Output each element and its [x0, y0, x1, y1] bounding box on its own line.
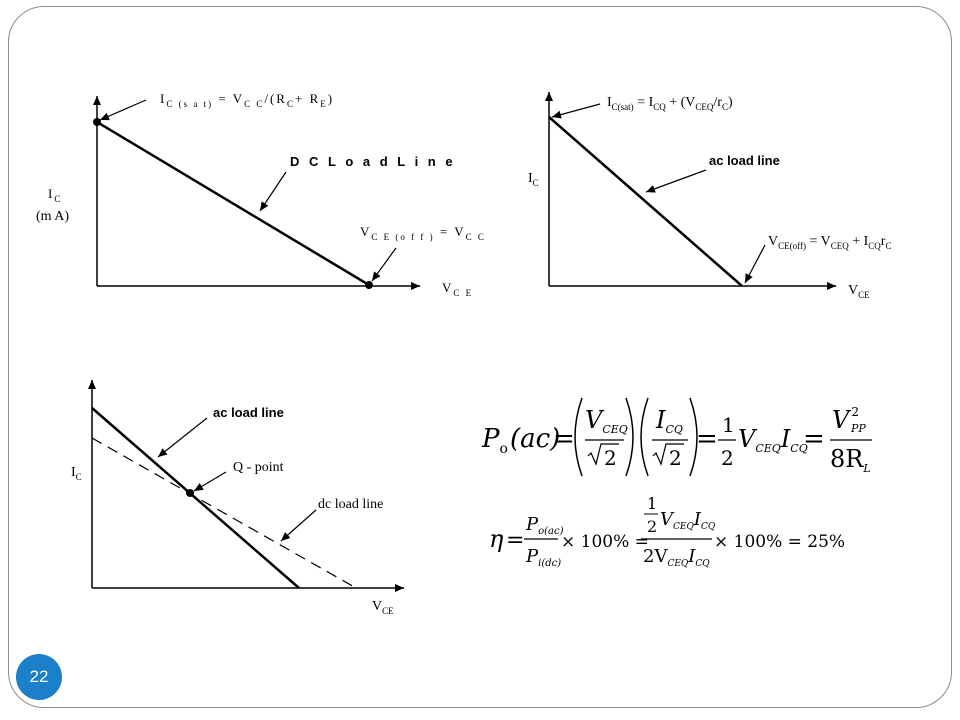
q-ac-load-line: [91, 407, 300, 589]
dc-x-axis-label: VC E: [442, 280, 473, 298]
ac-off-label: VCE(off) = VCEQ + ICQrC: [768, 234, 891, 251]
dc-y-axis-unit: (m A): [36, 209, 69, 224]
dc-sat-arrow: [99, 99, 147, 121]
power-sqrt2-1: 2: [604, 446, 617, 470]
ac-load-line-graph: IC(sat) = ICQ + (VCEQ/rC) ac load line V…: [528, 92, 891, 300]
q-dc-label: dc load line: [318, 497, 383, 512]
q-x-axis-label: VCE: [372, 599, 394, 616]
power-sqrt2-2: 2: [669, 446, 682, 470]
sqrt-sign-2: [652, 443, 684, 466]
ac-y-axis-label: IC: [528, 171, 539, 188]
eff-eq: =: [506, 528, 524, 553]
dc-sat-label: IC (s a t) = VC C/(RC+ RE): [160, 91, 334, 109]
q-point-marker: [186, 489, 194, 497]
eff-result: × 100% = 25%: [714, 532, 845, 552]
q-ac-arrow: [157, 417, 208, 458]
q-point-arrow: [193, 471, 227, 492]
q-point-graph: ac load line Q - point dc load line IC V…: [71, 380, 404, 616]
power-lhs: Po(ac): [481, 424, 560, 457]
power-vi-product: VCEQICQ: [738, 425, 808, 455]
q-point-label: Q - point: [233, 460, 284, 475]
paren-left-1: [574, 397, 583, 477]
power-eq-3: =: [803, 424, 825, 454]
dc-cutoff-point: [365, 281, 373, 289]
ac-line-arrow: [645, 169, 707, 193]
power-v-ceq: VCEQ: [585, 406, 628, 436]
eff-num-product: VCEQICQ: [660, 509, 716, 532]
dc-y-axis-label: IC: [48, 186, 62, 204]
power-eq-2: =: [696, 424, 718, 454]
dc-load-line-graph: IC (s a t) = VC C/(RC+ RE) D C L o a d L…: [36, 91, 486, 298]
dc-off-arrow: [371, 247, 397, 282]
eff-half-den: 2: [647, 517, 657, 536]
power-half-den: 2: [721, 446, 734, 470]
ac-sat-label: IC(sat) = ICQ + (VCEQ/rC): [607, 95, 733, 112]
dc-sat-point: [93, 118, 101, 126]
power-den: 8RL: [830, 445, 871, 475]
ac-line-label: ac load line: [709, 153, 780, 168]
q-ac-label: ac load line: [213, 405, 284, 420]
power-eq-1: =: [553, 424, 575, 454]
ac-x-axis-label: VCE: [848, 283, 870, 300]
ac-sat-arrow: [551, 103, 601, 119]
dc-line-label: D C L o a d L i n e: [290, 154, 456, 169]
ac-off-arrow: [744, 244, 766, 284]
paren-left-2: [640, 397, 649, 477]
dc-off-label: VC E (o f f ) = VC C: [360, 224, 486, 242]
ac-load-line: [548, 116, 743, 287]
eff-half-num: 1: [647, 494, 657, 513]
paren-right-1: [625, 397, 634, 477]
power-i-cq: ICQ: [655, 406, 683, 436]
eff-p-out: Po(ac): [525, 514, 564, 537]
sqrt-sign-1: [587, 443, 619, 466]
efficiency-formula: η = Po(ac) Pi(dc) × 100% = 1 2 VCEQICQ 2…: [489, 494, 845, 569]
power-half-num: 1: [722, 413, 735, 437]
page-number-badge: 22: [16, 654, 62, 700]
dc-line-arrow: [259, 171, 287, 212]
slide-frame: [8, 6, 952, 708]
eff-eta: η: [489, 525, 504, 553]
eff-times-1: × 100% =: [561, 532, 649, 552]
q-dc-load-line: [91, 437, 357, 589]
dc-load-line: [96, 120, 370, 287]
paren-right-2: [689, 397, 698, 477]
eff-p-in: Pi(dc): [525, 546, 561, 569]
q-dc-arrow: [280, 509, 317, 542]
eff-den-product: 2VCEQICQ: [643, 546, 710, 569]
q-y-axis-label: IC: [71, 465, 82, 482]
